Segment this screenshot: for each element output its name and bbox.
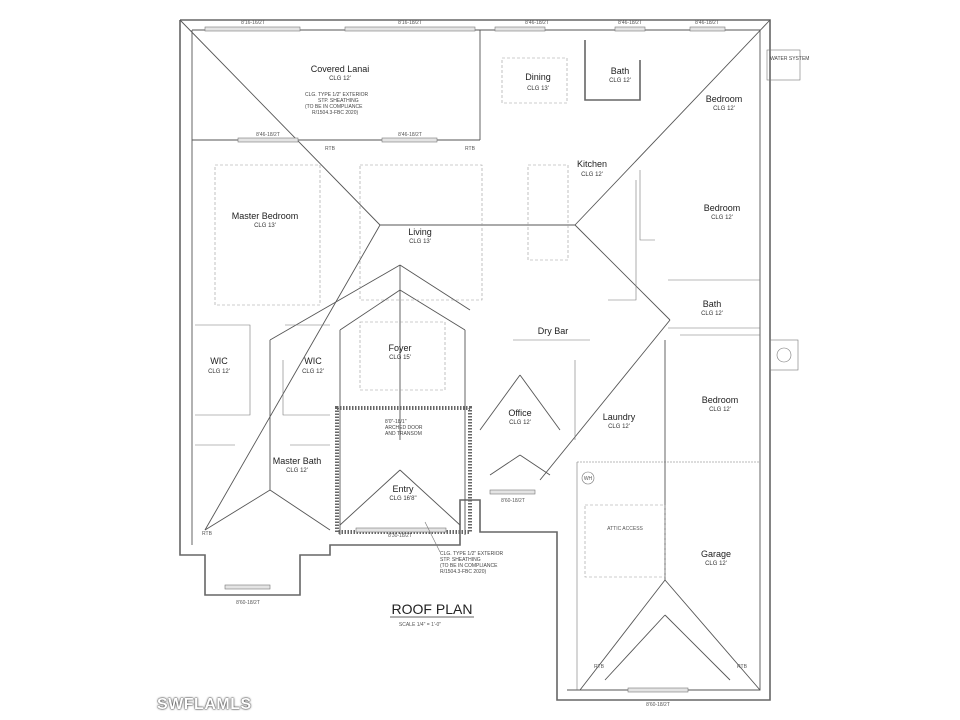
room-master-bath: Master Bath — [273, 456, 322, 466]
door-note: ARCHED DOOR — [385, 425, 423, 431]
clg-label: CLG 12' — [705, 561, 727, 567]
clg-label: CLG 13' — [254, 223, 276, 229]
room-foyer: Foyer — [388, 343, 411, 353]
dimensions: 8'16-16/2T 8'16-18/2T 8'46-18/2T 8'46-18… — [202, 20, 748, 708]
room-kitchen: Kitchen — [577, 159, 607, 169]
clg-label: CLG 12' — [581, 172, 603, 178]
clg-label: CLG 12' — [286, 468, 308, 474]
clg-label: CLG 16'8" — [389, 496, 416, 502]
clg-label: CLG 13' — [527, 86, 549, 92]
dim-label: RTB — [737, 664, 748, 670]
water-system-label: WATER SYSTEM — [770, 56, 809, 62]
room-wic-2: WIC — [304, 356, 322, 366]
clg-label: CLG 12' — [711, 215, 733, 221]
entry-note: CLG. TYPE 1/2" EXTERIOR — [440, 551, 503, 557]
attic-access-label: ATTIC ACCESS — [607, 526, 643, 532]
dim-label: 8'60-18/2T — [501, 498, 525, 504]
dim-label: 8'46-18/2T — [618, 20, 642, 26]
dim-label: RTB — [325, 146, 336, 152]
room-garage: Garage — [701, 549, 731, 559]
dim-label: 8'30-18/2T — [388, 533, 412, 539]
dim-label: RTB — [202, 531, 213, 537]
dim-label: 8'60-18/2T — [646, 702, 670, 708]
clg-label: CLG 12' — [509, 420, 531, 426]
notes: CLG. TYPE 1/2" EXTERIOR STP. SHEATHING (… — [305, 49, 809, 575]
clg-label: CLG 12' — [609, 78, 631, 84]
dim-label: RTB — [465, 146, 476, 152]
clg-label: CLG 12' — [329, 76, 351, 82]
dim-label: 8'16-16/2T — [241, 20, 265, 26]
room-bedroom-1: Bedroom — [706, 94, 743, 104]
drawing-scale: SCALE 1/4" = 1'-0" — [399, 622, 441, 628]
room-living: Living — [408, 227, 432, 237]
room-covered-lanai: Covered Lanai — [311, 64, 370, 74]
water-heater-label: WH — [584, 476, 593, 482]
lanai-note: STP. SHEATHING — [318, 98, 359, 104]
clg-label: CLG 12' — [608, 424, 630, 430]
dim-label: 8'46-18/2T — [398, 132, 422, 138]
room-dry-bar: Dry Bar — [538, 326, 569, 336]
room-entry: Entry — [392, 484, 414, 494]
clg-label: CLG 12' — [701, 311, 723, 317]
entry-note: STP. SHEATHING — [440, 557, 481, 563]
roof-hip-lines — [179, 19, 771, 691]
door-note: AND TRANSOM — [385, 431, 422, 437]
clg-label: CLG 12' — [208, 369, 230, 375]
lanai-note: CLG. TYPE 1/2" EXTERIOR — [305, 92, 368, 98]
room-dining: Dining — [525, 72, 551, 82]
drawing-title: ROOF PLAN — [392, 601, 473, 617]
interior-walls — [195, 40, 760, 578]
watermark: SWFLAMLS — [157, 696, 252, 713]
room-bedroom-3: Bedroom — [702, 395, 739, 405]
room-bath-2: Bath — [703, 299, 722, 309]
clg-label: CLG 15' — [389, 355, 411, 361]
clg-label: CLG 12' — [709, 407, 731, 413]
dim-label: 8'46-18/2T — [525, 20, 549, 26]
room-laundry: Laundry — [603, 412, 636, 422]
room-master-bedroom: Master Bedroom — [232, 211, 299, 221]
clg-label: CLG 12' — [302, 369, 324, 375]
room-office: Office — [508, 408, 531, 418]
lanai-note: (TO BE IN COMPLIANCE — [305, 104, 363, 110]
room-labels: Covered Lanai CLG 12' Dining CLG 13' Bat… — [208, 64, 742, 567]
entry-note: R/1504.3-FBC 2020) — [440, 569, 486, 575]
dim-label: RTB — [594, 664, 605, 670]
clg-label: CLG 13' — [409, 239, 431, 245]
room-bedroom-2: Bedroom — [704, 203, 741, 213]
dim-label: 8'46-18/2T — [695, 20, 719, 26]
dim-label: 8'46-18/2T — [256, 132, 280, 138]
room-bath-1: Bath — [611, 66, 630, 76]
entry-note: (TO BE IN COMPLIANCE — [440, 563, 498, 569]
roof-outline — [179, 19, 771, 701]
dim-label: 8'16-18/2T — [398, 20, 422, 26]
dim-label: 8'60-18/2T — [236, 600, 260, 606]
door-note: 8'0"-18/1" — [385, 419, 407, 425]
room-wic-1: WIC — [210, 356, 228, 366]
windows — [204, 26, 726, 693]
clg-label: CLG 12' — [713, 106, 735, 112]
lanai-note: R/1504.3-FBC 2020) — [312, 110, 358, 116]
